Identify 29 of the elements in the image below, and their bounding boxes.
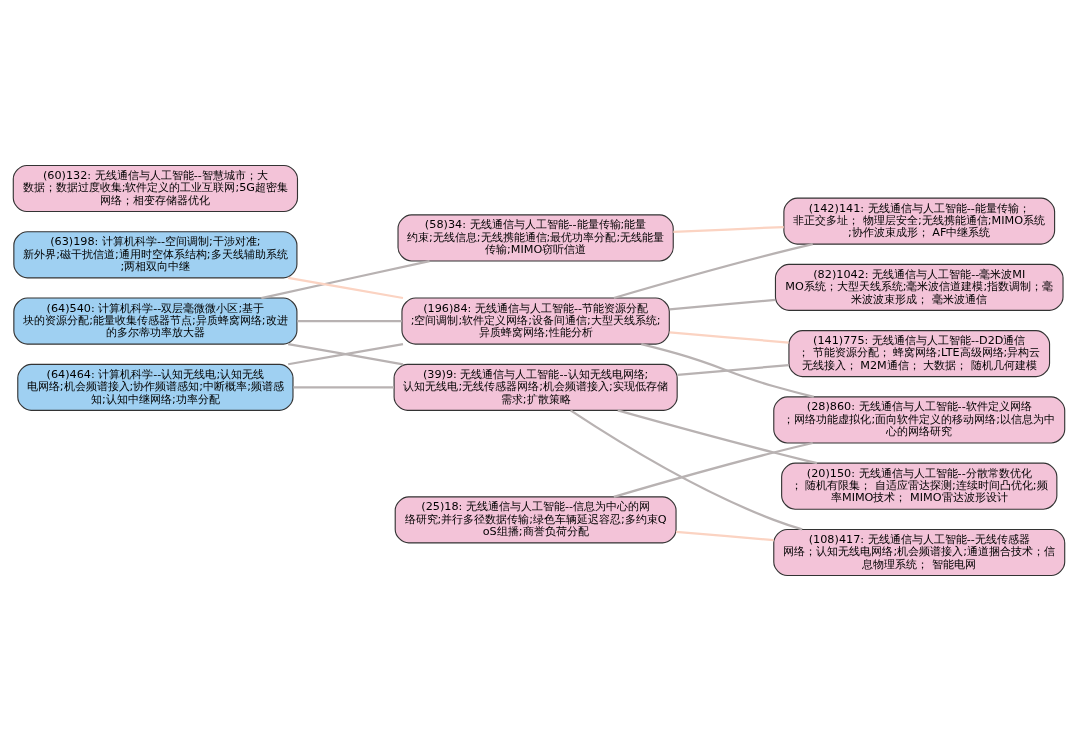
connector [669, 298, 776, 311]
node-box: (20)150: 无线通信与人工智能--分散常数优化； 随机有限集； 自适应雷达探测;连续时间凸优化;频率MIMO技术； MIMO雷达波形设计 [781, 462, 1058, 510]
connector [675, 530, 774, 542]
connector [288, 276, 404, 300]
connector [297, 319, 402, 323]
node-box: (108)417: 无线通信与人工智能--无线传感器网络；认知无线电网络;机会频谱接入;通道捆合技术；信息物理系统； 智能电网 [773, 528, 1066, 577]
node-box: (58)34: 无线通信与人工智能--能量传输;能量约束;无线信息;无线携能通信;最优功率分配;无线能量传输;MIMO窃听信道 [397, 214, 674, 262]
node-box: (196)84: 无线通信与人工智能--节能资源分配;空间调制;软件定义网络;设备间通信;大型天线系统;异质蜂窝网络;性能分析 [401, 297, 670, 345]
node-box: (63)198: 计算机科学--空间调制;干涉对准;新外界;磁干扰信道;通用时空体系结构;多天线辅助系统;两相双向中继 [13, 231, 298, 279]
connector [569, 409, 803, 531]
connector [669, 331, 789, 344]
node-box: (64)540: 计算机科学--双层毫微微小区;基于块的资源分配;能量收集传感器节点;异质蜂窝网络;改进的多尔蒂功率放大器 [13, 297, 298, 345]
connector [293, 386, 394, 389]
connector [673, 225, 784, 234]
node-box: (82)1042: 无线通信与人工智能--毫米波MIMO系统；大型天线系统;毫米波信道建模;指数调制；毫米波波束形成； 毫米波通信 [774, 263, 1064, 311]
node-box: (142)141: 无线通信与人工智能--能量传输；非正交多址； 物理层安全;无线携能通信;MIMO系统;协作波束成形； AF中继系统 [783, 197, 1056, 245]
connector [617, 409, 818, 465]
node-box: (28)860: 无线通信与人工智能--软件定义网络；网络功能虚拟化;面向软件定义的移动网络;以信息为中心的网络研究 [773, 396, 1066, 444]
connector [677, 363, 789, 376]
node-box: (39)9: 无线通信与人工智能--认知无线电网络;认知无线电;无线传感器网络;机会频谱接入;实现低存储需求;扩散策略 [393, 363, 678, 411]
node-box: (141)775: 无线通信与人工智能--D2D通信； 节能资源分配； 蜂窝网络;LTE高级网络;异构云无线接入； M2M通信； 大数据； 随机几何建模 [788, 330, 1051, 378]
node-box: (60)132: 无线通信与人工智能--智慧城市；大数据；数据过度收集;软件定义的工业互联网;5G超密集网络；相变存储器优化 [12, 164, 299, 213]
connector [641, 343, 814, 398]
node-box: (64)464: 计算机科学--认知无线电;认知无线电网络;机会频谱接入;协作频谱感知;中断概率;频谱感知;认知中继网络;功率分配 [17, 363, 294, 411]
node-box: (25)18: 无线通信与人工智能--信息为中心的网络研究;并行多径数据传输;绿色车辆延迟容忍;多约束QoS组播;商誉负荷分配 [394, 496, 677, 544]
connector [613, 243, 813, 300]
connector [613, 441, 813, 498]
connector [261, 259, 430, 300]
connector [288, 343, 404, 366]
